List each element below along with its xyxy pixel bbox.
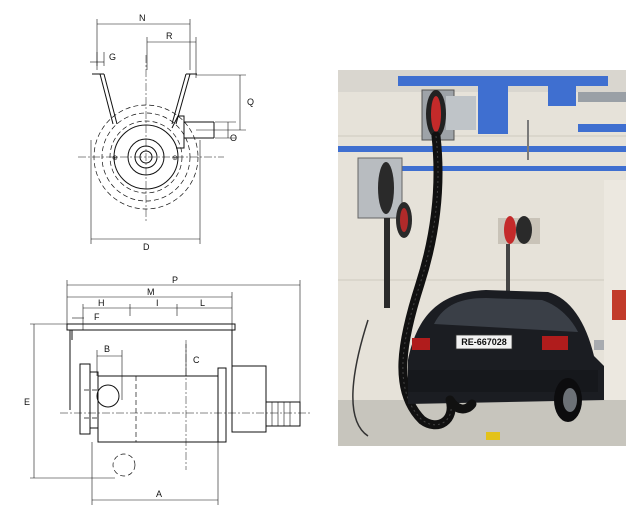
front-view-drawing: P M H I L F: [24, 275, 312, 505]
license-plate-text: RE-667028: [461, 337, 507, 347]
dim-label-n: N: [139, 13, 146, 23]
svg-text:⊕: ⊕: [112, 155, 118, 162]
dim-label-b: B: [104, 344, 110, 354]
wall-rail: [338, 146, 626, 152]
dim-label-q: Q: [247, 97, 254, 107]
dim-label-i: I: [156, 298, 159, 308]
dim-label-h: H: [98, 298, 105, 308]
svg-text:⊕: ⊕: [172, 155, 178, 162]
dim-label-e: E: [24, 397, 30, 407]
dim-label-o: O: [230, 133, 237, 143]
dim-label-p: P: [172, 275, 178, 285]
dim-label-c: C: [193, 355, 200, 365]
garage-photo: RE-667028: [338, 70, 626, 446]
wall-reel-right: [498, 216, 540, 294]
dim-label-r: R: [166, 31, 173, 41]
photo-floor: [338, 400, 626, 446]
dim-label-g: G: [109, 52, 116, 62]
license-plate: [455, 334, 513, 350]
technical-drawings: N R G Q O: [24, 13, 312, 505]
dim-label-f: F: [94, 312, 100, 322]
wall-reel-left: [357, 157, 412, 308]
dim-label-d: D: [143, 242, 150, 252]
ceiling-reel: [421, 89, 476, 141]
dim-label-m: M: [147, 287, 155, 297]
top-view-drawing: N R G Q O: [78, 13, 254, 252]
dim-label-l: L: [200, 298, 205, 308]
car: RE-667028: [408, 290, 608, 422]
ceiling-rail: [398, 76, 608, 86]
rear-window: [434, 298, 578, 332]
dim-label-a: A: [156, 489, 162, 499]
